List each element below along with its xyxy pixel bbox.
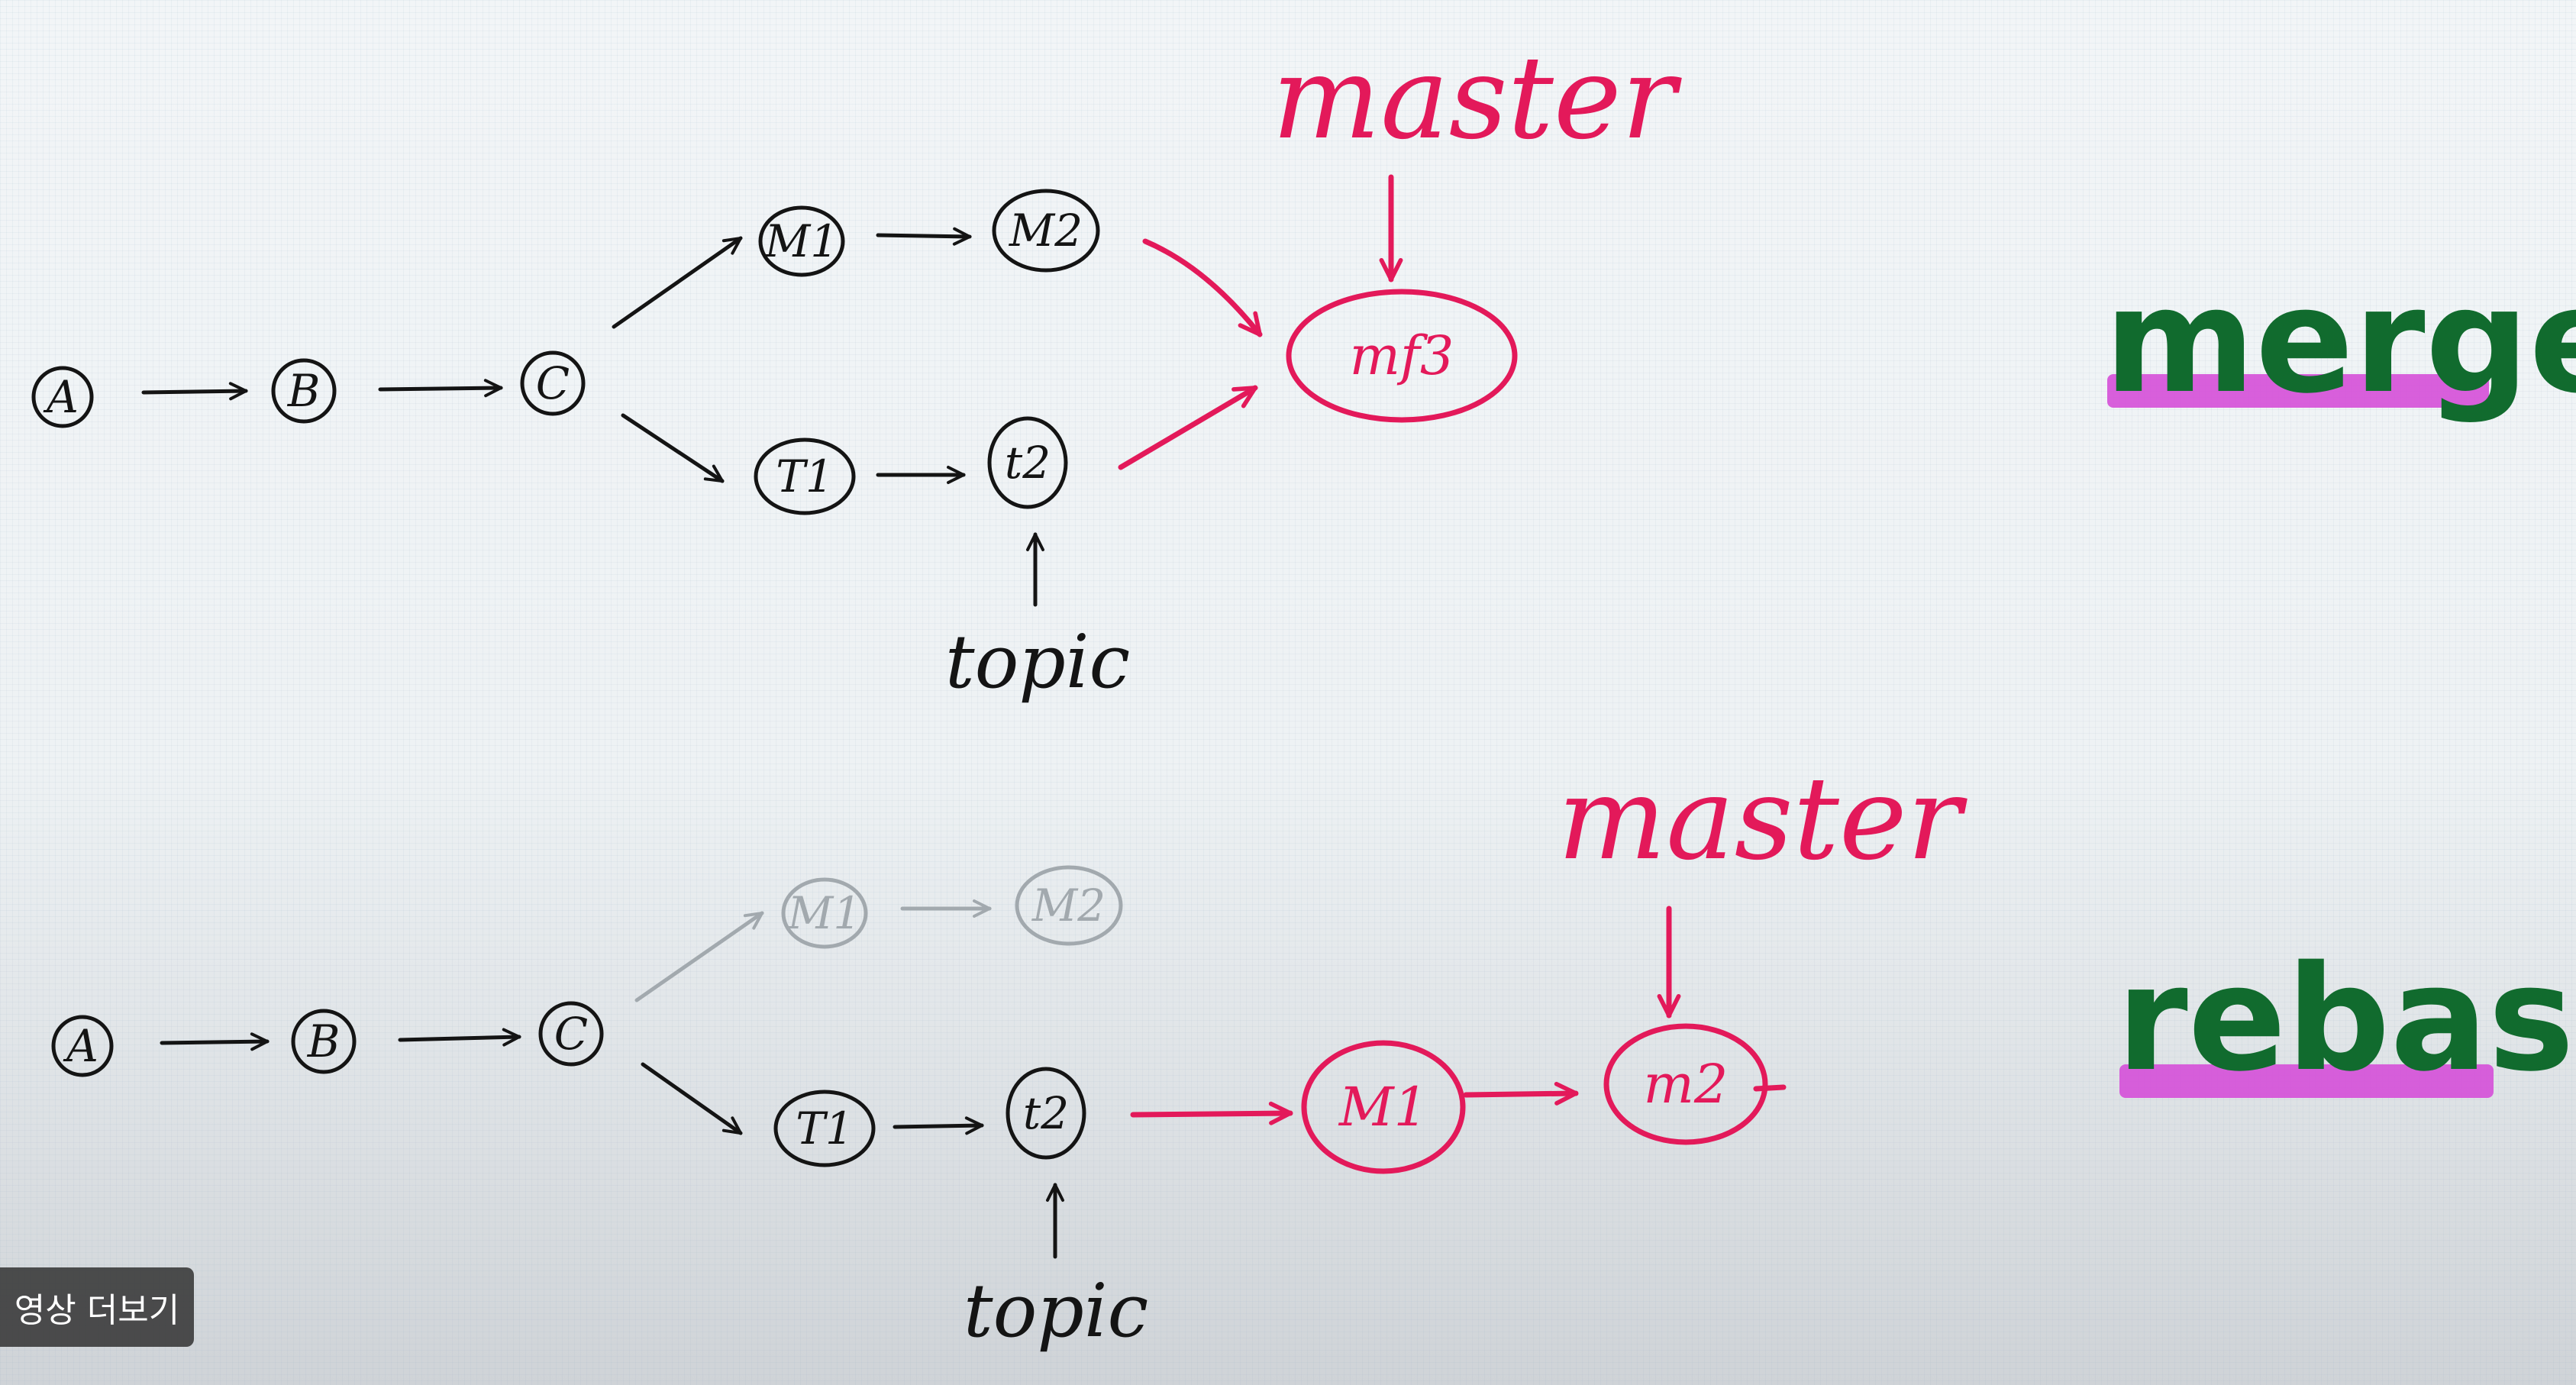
merge-diagram: A B C M1 M2 T1 [31,32,1683,705]
arrow [621,413,722,483]
commit-label: t2 [1023,1087,1069,1139]
arrow [612,238,741,329]
commit-label: T1 [796,1103,854,1154]
commit-label: m2 [1644,1053,1729,1115]
commit-node-m2-old: M2 [1015,865,1123,946]
rebase-diagram: A B C M1 M2 T1 [51,753,1968,1354]
commit-label: T1 [776,450,834,502]
arrow [641,1062,741,1133]
topic-pointer-label: topic [945,619,1130,705]
merge-arrow [1142,238,1260,334]
commit-label: M2 [1031,880,1106,931]
arrow [160,1041,267,1043]
merge-title-text: merge [2104,257,2576,425]
commit-label: B [287,365,321,417]
commit-label: C [536,357,570,409]
commit-label: C [554,1008,588,1060]
commit-label: M2 [1009,205,1083,257]
master-pointer-label: master [1272,32,1683,165]
commit-label: B [307,1015,341,1067]
commit-node-c: C [520,350,586,416]
commit-node-m1-old: M1 [781,877,868,949]
commit-label: A [63,1020,98,1072]
arrow [141,391,246,392]
commit-node-a: A [51,1015,114,1077]
commit-node-c: C [538,1001,604,1067]
commit-node-t2: t2 [1006,1067,1086,1160]
arrow [893,1125,982,1127]
commit-label: t2 [1005,437,1051,489]
highlighter-stroke [2107,374,2489,408]
commit-node-t2: t2 [987,416,1068,509]
arrow [398,1037,519,1040]
commit-node-m2: M2 [992,189,1100,273]
commit-node-b: B [271,358,337,424]
highlighter-stroke [2119,1064,2494,1098]
commit-label: A [43,371,79,423]
commit-node-m1-new: M1 [1301,1040,1466,1174]
commit-label: mf3 [1350,324,1454,387]
commit-node-t1: T1 [754,437,856,515]
commit-node-m2-new: m2 [1603,1023,1787,1145]
merge-title: merge [2104,257,2576,425]
commit-node-t1: T1 [773,1090,876,1167]
commit-node-b: B [291,1009,357,1074]
commit-label: M1 [1338,1076,1428,1138]
commit-node-a: A [31,366,94,428]
more-videos-button[interactable]: 영상 더보기 [0,1267,194,1347]
commit-label: M1 [764,215,838,267]
rebase-arrow [1130,1113,1293,1115]
rebase-arrow [1463,1093,1579,1095]
commit-label: M1 [787,887,861,939]
master-pointer-label: master [1558,753,1968,886]
more-videos-label: 영상 더보기 [14,1291,180,1330]
arrow [876,235,970,237]
rebase-title: rebase [2116,935,2576,1103]
arrow-faded [634,913,762,1002]
commit-node-mf3: mf3 [1286,289,1518,423]
topic-pointer-label: topic [964,1268,1148,1354]
stroke [1753,1084,1787,1092]
commit-node-m1: M1 [758,205,845,277]
arrow [378,388,501,389]
rebase-title-text: rebase [2116,935,2576,1103]
merge-arrow [1118,385,1255,470]
